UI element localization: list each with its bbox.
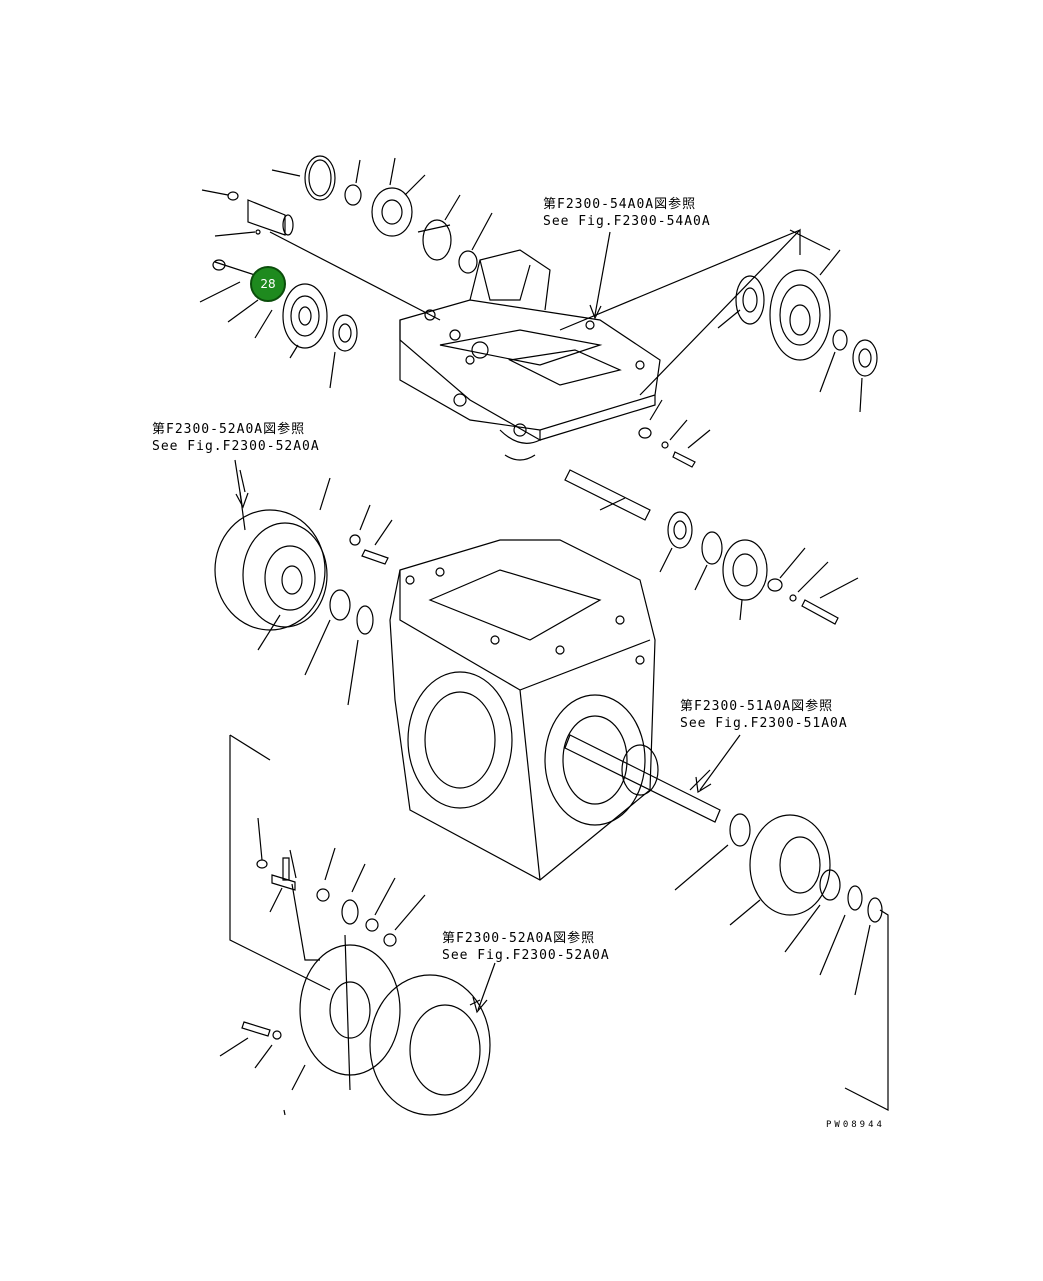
reference-jp: 第F2300-52A0A図参照	[442, 931, 596, 946]
reference-en: See Fig.F2300-51A0A	[680, 716, 848, 731]
reference-en: See Fig.F2300-52A0A	[152, 439, 320, 454]
clutch-pack-left	[214, 469, 393, 706]
reference-jp: 第F2300-52A0A図参照	[152, 422, 306, 437]
reference-label-51: 第F2300-51A0A図参照 See Fig.F2300-51A0A	[680, 698, 848, 732]
callout-28-badge[interactable]: 28	[250, 266, 286, 302]
reference-en: See Fig.F2300-52A0A	[442, 948, 610, 963]
reference-label-52-upper: 第F2300-52A0A図参照 See Fig.F2300-52A0A	[152, 421, 320, 455]
upper-cover-plate	[399, 249, 661, 461]
top-small-parts	[201, 157, 493, 276]
reference-jp: 第F2300-51A0A図参照	[680, 699, 834, 714]
top-leaders	[269, 228, 831, 396]
drawing-code: PW08944	[826, 1120, 885, 1130]
reference-jp: 第F2300-54A0A図参照	[543, 197, 697, 212]
reference-arrows	[234, 231, 741, 1014]
reference-en: See Fig.F2300-54A0A	[543, 214, 711, 229]
gear-right-top	[717, 249, 878, 413]
gear-left-top	[199, 281, 358, 389]
lower-cover-assembly	[219, 734, 491, 1116]
middle-shaft	[564, 469, 859, 625]
reference-label-54: 第F2300-54A0A図参照 See Fig.F2300-54A0A	[543, 196, 711, 230]
output-shaft	[564, 734, 889, 1111]
reference-label-52-lower: 第F2300-52A0A図参照 See Fig.F2300-52A0A	[442, 930, 610, 964]
bolts-center	[638, 399, 711, 468]
snap-ring-top	[271, 155, 336, 201]
main-case	[389, 539, 656, 881]
